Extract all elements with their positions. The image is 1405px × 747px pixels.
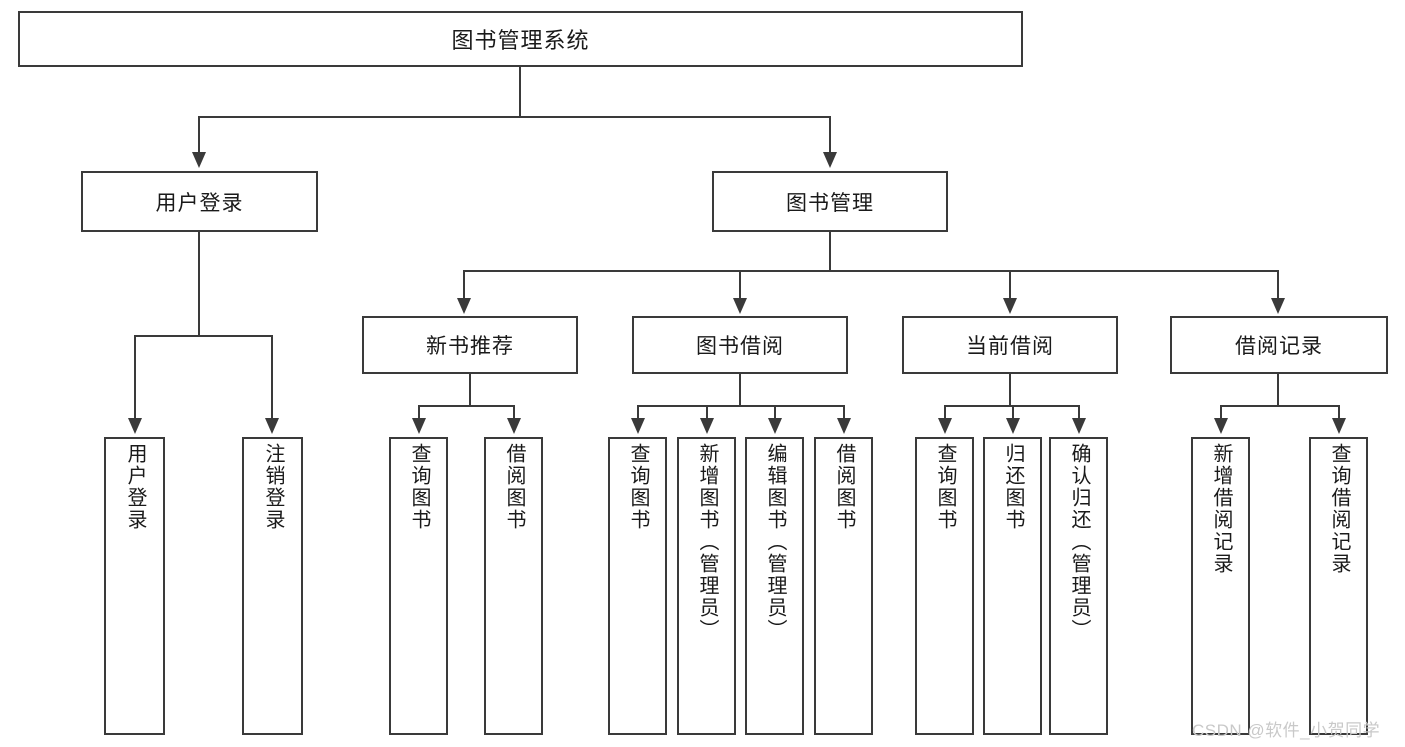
connector-book-mgmt-to-borrow [739, 270, 741, 300]
leaf-query-borrow-record[interactable]: 查询借阅记录 [1309, 437, 1368, 735]
node-user-login-label: 用户登录 [155, 191, 244, 215]
node-user-login[interactable]: 用户登录 [81, 171, 318, 232]
arrow-book-mgmt-borrow-icon [733, 298, 747, 314]
arrow-new-books-leaf-2-icon [507, 418, 521, 434]
node-book-borrow-label: 图书借阅 [696, 335, 784, 358]
arrow-new-books-leaf-1-icon [412, 418, 426, 434]
arrow-user-login-leaf-2-icon [265, 418, 279, 434]
arrow-root-to-book-mgmt-icon [823, 152, 837, 168]
arrow-book-mgmt-current-icon [1003, 298, 1017, 314]
connector-current-leaf-3 [1078, 405, 1080, 420]
connector-current-leaf-2 [1012, 405, 1014, 420]
connector-book-mgmt-to-records [1277, 270, 1279, 300]
leaf-user-login-label: 用户登录 [124, 443, 146, 531]
connector-book-mgmt-stem [829, 232, 831, 272]
leaf-borrow-book-new[interactable]: 借阅图书 [484, 437, 543, 735]
leaf-add-borrow-record-label: 新增借阅记录 [1210, 443, 1232, 575]
arrow-book-mgmt-records-icon [1271, 298, 1285, 314]
leaf-edit-book-admin-label: 编辑图书（管理员） [764, 443, 786, 641]
leaf-query-book-new-label: 查询图书 [408, 443, 430, 531]
connector-borrow-leaf-3 [774, 405, 776, 420]
connector-borrow-leaf-2 [706, 405, 708, 420]
leaf-borrow-book-label: 借阅图书 [833, 443, 855, 531]
connector-borrow-leaf-4 [843, 405, 845, 420]
node-root-label: 图书管理系统 [451, 28, 590, 53]
leaf-return-book-label: 归还图书 [1002, 443, 1024, 531]
connector-borrow-bar [637, 405, 844, 407]
node-current-borrow-label: 当前借阅 [966, 335, 1054, 358]
connector-root-to-book-mgmt [829, 116, 831, 155]
leaf-query-book-new[interactable]: 查询图书 [389, 437, 448, 735]
leaf-query-book-current-label: 查询图书 [934, 443, 956, 531]
arrow-borrow-leaf-4-icon [837, 418, 851, 434]
leaf-add-borrow-record[interactable]: 新增借阅记录 [1191, 437, 1250, 735]
arrow-book-mgmt-new-books-icon [457, 298, 471, 314]
connector-records-leaf-1 [1220, 405, 1222, 420]
leaf-confirm-return-admin-label: 确认归还（管理员） [1068, 443, 1090, 641]
node-book-borrow[interactable]: 图书借阅 [632, 316, 848, 374]
connector-book-mgmt-bar [463, 270, 1278, 272]
connector-new-books-bar [418, 405, 514, 407]
connector-borrow-stem [739, 374, 741, 407]
arrow-current-leaf-2-icon [1006, 418, 1020, 434]
node-new-book-recommend[interactable]: 新书推荐 [362, 316, 578, 374]
leaf-add-book-admin[interactable]: 新增图书（管理员） [677, 437, 736, 735]
connector-records-stem [1277, 374, 1279, 407]
leaf-confirm-return-admin[interactable]: 确认归还（管理员） [1049, 437, 1108, 735]
connector-borrow-leaf-1 [637, 405, 639, 420]
connector-root-stem [519, 67, 521, 117]
leaf-borrow-book[interactable]: 借阅图书 [814, 437, 873, 735]
leaf-query-book-current[interactable]: 查询图书 [915, 437, 974, 735]
connector-user-login-to-leaf-1 [134, 335, 136, 420]
leaf-query-book-borrow-label: 查询图书 [627, 443, 649, 531]
leaf-query-borrow-record-label: 查询借阅记录 [1328, 443, 1350, 575]
arrow-root-to-user-login-icon [192, 152, 206, 168]
connector-user-login-to-leaf-2 [271, 335, 273, 420]
arrow-user-login-leaf-1-icon [128, 418, 142, 434]
connector-user-login-stem [198, 232, 200, 337]
leaf-query-book-borrow[interactable]: 查询图书 [608, 437, 667, 735]
arrow-records-leaf-2-icon [1332, 418, 1346, 434]
node-root[interactable]: 图书管理系统 [18, 11, 1023, 67]
node-book-management[interactable]: 图书管理 [712, 171, 948, 232]
watermark: CSDN @软件_小贺同学 [1192, 721, 1381, 740]
leaf-user-login[interactable]: 用户登录 [104, 437, 165, 735]
leaf-borrow-book-new-label: 借阅图书 [503, 443, 525, 531]
arrow-current-leaf-3-icon [1072, 418, 1086, 434]
arrow-current-leaf-1-icon [938, 418, 952, 434]
arrow-borrow-leaf-2-icon [700, 418, 714, 434]
connector-root-bar [198, 116, 831, 118]
leaf-edit-book-admin[interactable]: 编辑图书（管理员） [745, 437, 804, 735]
arrow-borrow-leaf-3-icon [768, 418, 782, 434]
connector-root-to-user-login [198, 116, 200, 155]
node-book-management-label: 图书管理 [786, 191, 874, 215]
leaf-add-book-admin-label: 新增图书（管理员） [696, 443, 718, 641]
connector-new-books-leaf-1 [418, 405, 420, 420]
connector-records-leaf-2 [1338, 405, 1340, 420]
connector-book-mgmt-to-new-books [463, 270, 465, 300]
node-borrow-records[interactable]: 借阅记录 [1170, 316, 1388, 374]
connector-user-login-bar [134, 335, 272, 337]
node-current-borrow[interactable]: 当前借阅 [902, 316, 1118, 374]
arrow-records-leaf-1-icon [1214, 418, 1228, 434]
leaf-logout[interactable]: 注销登录 [242, 437, 303, 735]
connector-new-books-stem [469, 374, 471, 407]
connector-records-bar [1220, 405, 1339, 407]
connector-current-leaf-1 [944, 405, 946, 420]
leaf-logout-label: 注销登录 [262, 443, 284, 531]
connector-new-books-leaf-2 [513, 405, 515, 420]
connector-current-bar [944, 405, 1079, 407]
connector-current-stem [1009, 374, 1011, 407]
leaf-return-book[interactable]: 归还图书 [983, 437, 1042, 735]
connector-book-mgmt-to-current [1009, 270, 1011, 300]
node-new-book-recommend-label: 新书推荐 [426, 335, 514, 358]
arrow-borrow-leaf-1-icon [631, 418, 645, 434]
node-borrow-records-label: 借阅记录 [1235, 335, 1323, 358]
